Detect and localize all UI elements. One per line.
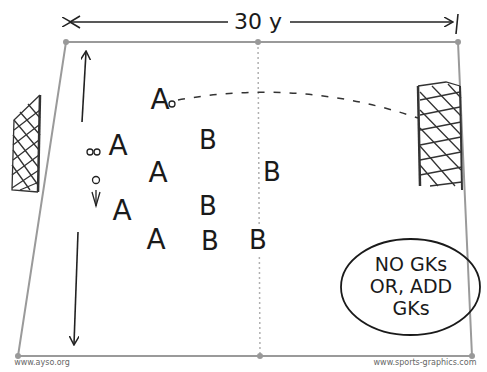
balls	[87, 149, 100, 206]
dimension-label: 30 y	[231, 10, 285, 34]
player-b: B	[199, 193, 217, 219]
left-goal	[12, 95, 40, 192]
width-arrow	[82, 52, 86, 122]
player-b: B	[246, 226, 270, 254]
halfway-line	[258, 42, 260, 356]
note-text: NO GKs OR, ADD GKs	[363, 254, 459, 320]
player-a: A	[150, 86, 169, 114]
player-a: A	[112, 197, 131, 225]
watermark: www.ayso.org	[14, 359, 70, 367]
player-b: B	[201, 228, 219, 254]
player-a: A	[148, 159, 167, 187]
dimension-arrow	[70, 21, 228, 23]
pass-path	[178, 92, 418, 118]
player-a: A	[108, 132, 127, 160]
player-b: B	[199, 127, 217, 153]
note-circle: NO GKs OR, ADD GKs	[339, 237, 482, 337]
watermark: www.sports-graphics.com	[374, 359, 477, 367]
right-goal	[418, 82, 462, 190]
ball	[169, 101, 175, 107]
player-a: A	[146, 226, 165, 254]
player-b: B	[263, 159, 281, 185]
field-outline	[18, 42, 472, 356]
